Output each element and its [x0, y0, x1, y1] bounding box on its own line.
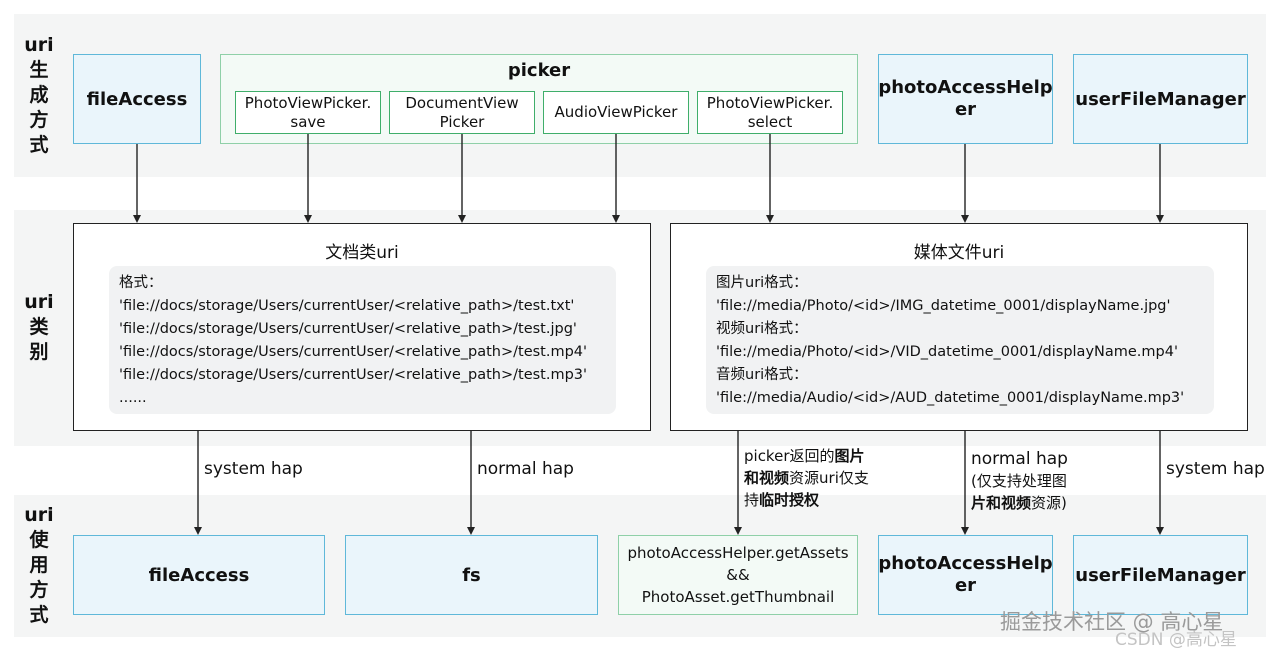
gen-fileaccess-label: fileAccess [86, 88, 188, 110]
photo-view-picker-select-box: PhotoViewPicker. select [697, 91, 843, 134]
use-photo-access-helper-box: photoAccessHelp er [878, 535, 1053, 615]
gen-user-file-manager-box: userFileManager [1073, 54, 1248, 144]
document-view-picker-box: DocumentView Picker [389, 91, 535, 134]
system-hap-right-label: system hap [1166, 459, 1265, 479]
document-format-line: 格式： [119, 275, 163, 291]
use-fileaccess-label: fileAccess [148, 564, 250, 586]
photo-view-picker-save-box: PhotoViewPicker. save [235, 91, 381, 134]
audio-view-picker-box: AudioViewPicker [543, 91, 689, 134]
document-uri-format-panel: 格式： 'file://docs/storage/Users/currentUs… [109, 266, 616, 414]
use-user-file-manager-box: userFileManager [1073, 535, 1248, 615]
document-format-line: 'file://docs/storage/Users/currentUser/<… [119, 298, 575, 314]
document-format-line: 'file://docs/storage/Users/currentUser/<… [119, 367, 588, 383]
audio-view-picker-label: AudioViewPicker [554, 103, 678, 121]
document-uri-title: 文档类uri [325, 243, 399, 263]
media-format-line: 'file://media/Photo/<id>/IMG_datetime_00… [716, 298, 1171, 314]
media-format-line: 视频uri格式： [716, 321, 808, 337]
gen-photo-access-helper-box: photoAccessHelp er [878, 54, 1053, 144]
photo-view-picker-select-label: PhotoViewPicker. select [706, 93, 834, 131]
document-view-picker-label: DocumentView Picker [405, 93, 519, 131]
gen-user-file-manager-label: userFileManager [1075, 88, 1246, 110]
picker-temporary-auth-note: picker返回的图片 和视频资源uri仅支 持临时授权 [744, 447, 869, 509]
media-format-line: 'file://media/Photo/<id>/VID_datetime_00… [716, 344, 1178, 360]
photo-view-picker-save-label: PhotoViewPicker. save [244, 93, 372, 131]
type-band-label: uri 类 别 [24, 291, 54, 363]
system-hap-left-label: system hap [204, 459, 303, 479]
normal-hap-right-note: normal hap (仅支持处理图 片和视频资源) [971, 449, 1068, 512]
watermark-main: 掘金技术社区 @ 高心星 [1000, 610, 1224, 634]
usage-band-label: uri 使 用 方 式 [24, 504, 54, 626]
document-format-line: 'file://docs/storage/Users/currentUser/<… [119, 344, 588, 360]
generation-band-label: uri 生 成 方 式 [24, 34, 54, 156]
picker-title: picker [507, 60, 571, 81]
use-fs-box: fs [345, 535, 598, 615]
use-fileaccess-box: fileAccess [73, 535, 325, 615]
use-fs-label: fs [462, 564, 481, 586]
media-format-line: 'file://media/Audio/<id>/AUD_datetime_00… [716, 390, 1185, 406]
watermark-secondary: CSDN @高心星 [1115, 630, 1237, 650]
media-format-line: 图片uri格式： [716, 275, 808, 291]
use-get-assets-box: photoAccessHelper.getAssets && PhotoAsse… [618, 535, 858, 615]
media-format-line: 音频uri格式： [716, 367, 808, 383]
document-format-line: ...... [119, 390, 147, 406]
gen-fileaccess-box: fileAccess [73, 54, 201, 144]
use-get-assets-label: photoAccessHelper.getAssets && PhotoAsse… [627, 544, 849, 606]
media-uri-format-panel: 图片uri格式： 'file://media/Photo/<id>/IMG_da… [706, 266, 1214, 414]
use-user-file-manager-label: userFileManager [1075, 564, 1246, 586]
normal-hap-left-label: normal hap [477, 459, 574, 479]
document-format-line: 'file://docs/storage/Users/currentUser/<… [119, 321, 577, 337]
media-uri-title: 媒体文件uri [913, 243, 1005, 263]
gen-photo-access-helper-label: photoAccessHelp er [878, 77, 1053, 120]
use-photo-access-helper-label: photoAccessHelp er [878, 553, 1053, 596]
